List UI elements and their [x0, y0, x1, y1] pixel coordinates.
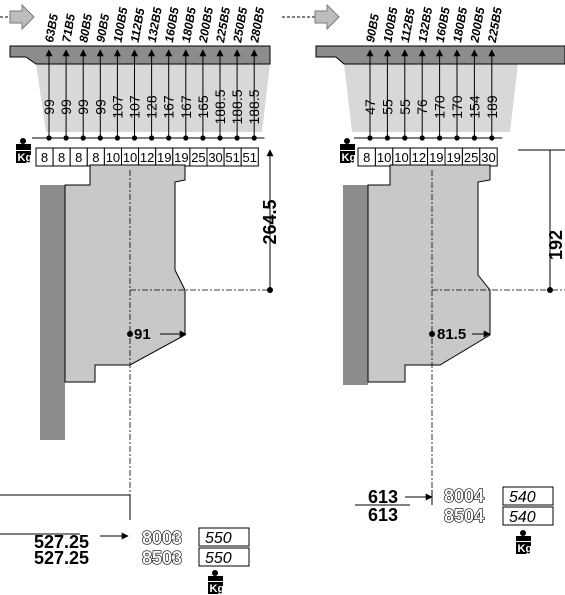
right-model-code-1: 8004 [444, 486, 484, 506]
left-weight-value: 8 [41, 150, 48, 165]
left-model-table: 8003 550 8503 550 [141, 527, 250, 569]
right-flange-label: 100B5 [381, 6, 401, 44]
left-flange-label: 180B5 [179, 6, 199, 44]
right-center-dim: 81.5 [437, 326, 466, 343]
left-weight-value: 51 [225, 150, 239, 165]
left-weight-value: 12 [140, 150, 154, 165]
left-center-dim: 91 [134, 326, 151, 343]
right-weight-value: 19 [446, 150, 460, 165]
left-motor-shadow [40, 185, 65, 440]
left-weight-value: 10 [123, 150, 137, 165]
right-weight-value: 10 [394, 150, 408, 165]
left-flange-label: 250B5 [230, 6, 250, 45]
left-flange-label: 160B5 [162, 6, 182, 44]
right-flange-label: 225B5 [485, 6, 505, 45]
right-flange-label: 112B5 [398, 7, 418, 44]
kg-tag-left: Kg [18, 152, 33, 164]
left-weight-value: 19 [157, 150, 171, 165]
kg-tag-right-bottom: Kg [518, 543, 533, 555]
right-flange-label: 90B5 [363, 13, 382, 44]
right-weight-value: 12 [412, 150, 426, 165]
left-weight-value: 19 [174, 150, 188, 165]
left-column-arrows [32, 49, 265, 141]
left-weight-value: 51 [243, 150, 257, 165]
left-weight-value: 25 [191, 150, 205, 165]
left-adapter-shape [36, 64, 270, 132]
left-weight-value: 8 [92, 150, 99, 165]
right-height-dim: 192 [546, 230, 565, 260]
left-motor-body: 91 [40, 164, 270, 520]
arrow-right-icon [9, 3, 35, 31]
weight-icon: Kg [16, 138, 32, 164]
kg-tag-left-bottom: Kg [210, 583, 225, 595]
right-flange-label: 132B5 [415, 6, 435, 44]
right-motor-body: 81.5 [343, 164, 565, 490]
left-height-dim: 264.5 [260, 199, 280, 244]
right-flange-label: 160B5 [433, 6, 453, 44]
left-flange-label: 132B5 [145, 6, 165, 44]
left-model-code-1: 8003 [142, 528, 182, 548]
right-weight-value: 8 [363, 150, 370, 165]
left-model-weight-2: 550 [205, 550, 232, 567]
left-flange-label: 90B5 [93, 13, 112, 44]
right-height-dimension: 192 [518, 149, 565, 293]
left-flange-labels: 63B571B580B590B5100B5112B5132B5160B5180B… [42, 6, 267, 45]
left-flange-label: 225B5 [213, 6, 233, 45]
left-flange-label: 200B5 [196, 6, 216, 45]
right-model-code-2: 8504 [444, 506, 484, 526]
left-model-code-2: 8503 [142, 548, 182, 568]
left-flange-label: 100B5 [111, 6, 131, 44]
left-length-dim-2: 527.25 [34, 548, 89, 568]
right-model-weight-1: 540 [509, 489, 536, 506]
left-flange-label: 63B5 [42, 13, 61, 44]
arrow-right-icon [314, 3, 340, 31]
right-weight-value: 19 [429, 150, 443, 165]
right-flange-label: 200B5 [467, 6, 487, 45]
weight-icon: Kg [340, 138, 356, 164]
weight-icon: Kg [208, 570, 224, 595]
left-flange-label: 112B5 [128, 7, 148, 44]
left-model-weight-1: 550 [205, 530, 232, 547]
left-panel: 63B571B580B590B5100B5112B5132B5160B5180B… [0, 3, 280, 595]
right-length-dim-1: 613 [368, 487, 398, 507]
weight-icon: Kg [516, 530, 532, 555]
left-flange-label: 280B5 [247, 6, 267, 45]
right-length-dim-2: 613 [368, 505, 398, 525]
right-weight-value: 10 [377, 150, 391, 165]
right-model-table: 8004 540 8504 540 [443, 485, 554, 527]
left-height-dimension: 264.5 [260, 149, 280, 293]
left-flange-label: 71B5 [59, 13, 78, 44]
right-weight-value: 25 [464, 150, 478, 165]
right-flange-bar [315, 45, 565, 65]
right-panel: 90B5100B5112B5132B5160B5180B5200B5225B5 … [282, 3, 565, 555]
right-model-weight-2: 540 [509, 509, 536, 526]
left-weight-value: 8 [75, 150, 82, 165]
left-weight-value: 10 [106, 150, 120, 165]
right-weight-value: 30 [481, 150, 495, 165]
left-weight-value: 30 [208, 150, 222, 165]
left-length-dim-1: 527.25 [34, 532, 89, 552]
right-column-arrows [354, 49, 503, 141]
kg-tag-right: Kg [342, 152, 357, 164]
left-weight-value: 8 [58, 150, 65, 165]
left-flange-label: 80B5 [76, 13, 95, 44]
right-flange-label: 180B5 [450, 6, 470, 44]
right-motor-shadow [343, 185, 368, 385]
weight-cell [240, 147, 259, 167]
